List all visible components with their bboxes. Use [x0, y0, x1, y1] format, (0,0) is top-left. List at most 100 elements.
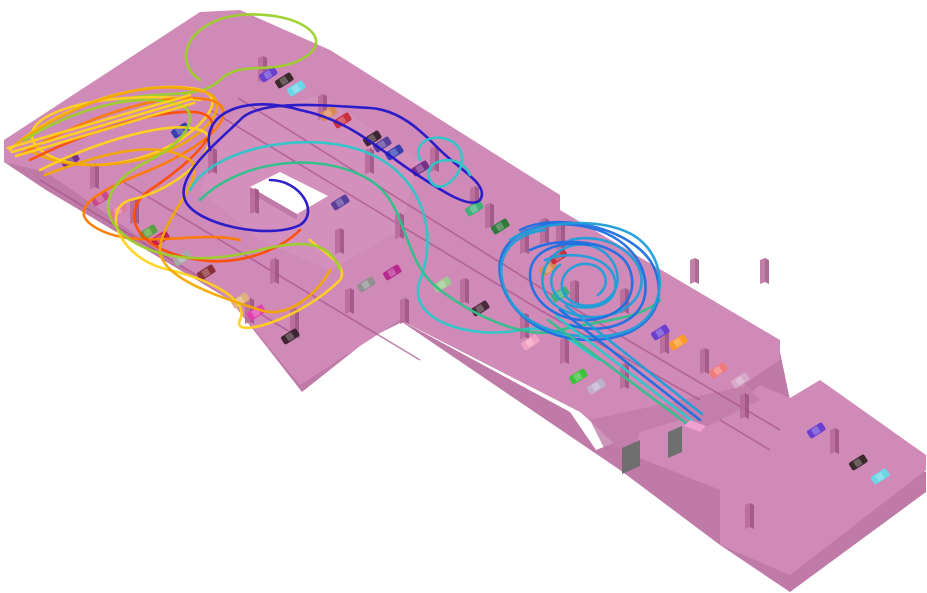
- trajectory-path: [18, 96, 242, 242]
- parked-car: [587, 378, 606, 395]
- car-body: [709, 362, 728, 379]
- pillar: [485, 203, 490, 229]
- pillar-side: [490, 203, 494, 229]
- car-roof: [387, 268, 397, 278]
- pillar: [250, 188, 255, 214]
- car-roof: [389, 148, 399, 158]
- car-body: [849, 454, 868, 471]
- car-body: [197, 264, 216, 281]
- pillar-side: [435, 146, 439, 172]
- pillar-side: [213, 148, 217, 174]
- parked-car: [331, 194, 350, 211]
- car-body: [551, 286, 570, 303]
- pillar-side: [340, 228, 344, 254]
- car-body: [871, 468, 890, 485]
- pillar-side: [665, 328, 669, 354]
- car-body: [61, 152, 80, 169]
- floor-slab-side: [4, 145, 926, 592]
- parked-car: [281, 328, 300, 345]
- car-roof: [475, 304, 485, 314]
- car-body: [651, 324, 670, 341]
- parked-car: [651, 324, 670, 341]
- pillar: [270, 258, 275, 284]
- pillar: [830, 428, 835, 454]
- vehicle-trajectories: [6, 13, 706, 432]
- car-roof: [143, 228, 153, 238]
- car-roof: [415, 164, 425, 174]
- parked-car: [275, 72, 294, 89]
- car-body: [587, 378, 606, 395]
- parked-car: [669, 334, 688, 351]
- pillar: [460, 278, 465, 304]
- car-body: [231, 292, 250, 309]
- parked-car: [259, 66, 278, 83]
- car-body: [491, 218, 510, 235]
- trajectory-path: [554, 314, 698, 426]
- shaft-left: [622, 440, 640, 474]
- trajectory-path: [546, 318, 692, 428]
- parked-car: [807, 422, 826, 439]
- car-body: [259, 66, 278, 83]
- car-roof: [201, 268, 211, 278]
- pillar: [335, 228, 340, 254]
- pillar: [560, 338, 565, 364]
- parked-car: [491, 218, 510, 235]
- pillar: [760, 258, 765, 284]
- exit-marker: [684, 420, 706, 432]
- car-body: [91, 190, 110, 207]
- car-roof: [713, 366, 723, 376]
- pillar-side: [275, 258, 279, 284]
- car-roof: [279, 76, 289, 86]
- car-roof: [525, 338, 535, 348]
- pillar-side: [835, 428, 839, 454]
- car-body: [807, 422, 826, 439]
- car-body: [275, 72, 294, 89]
- car-body: [731, 372, 750, 389]
- car-body: [569, 368, 588, 385]
- pillar-side: [625, 363, 629, 389]
- pillar-side: [405, 298, 409, 324]
- pillar: [570, 280, 575, 306]
- car-roof: [495, 222, 505, 232]
- car-body: [521, 334, 540, 351]
- pillar: [690, 258, 695, 284]
- trajectory-path: [564, 304, 704, 416]
- car-body: [333, 112, 352, 129]
- pillar-side: [255, 188, 259, 214]
- pillar-side: [745, 393, 749, 419]
- trajectory-path: [543, 253, 617, 309]
- parked-car: [709, 362, 728, 379]
- car-body: [669, 334, 688, 351]
- parked-car: [465, 200, 484, 217]
- car-roof: [811, 426, 821, 436]
- parked-car: [197, 264, 216, 281]
- parked-car: [731, 372, 750, 389]
- floor-opening: [250, 172, 328, 214]
- car-body: [363, 130, 382, 147]
- car-roof: [469, 204, 479, 214]
- pillar-side: [765, 258, 769, 284]
- car-roof: [335, 198, 345, 208]
- trajectory-path: [198, 161, 662, 334]
- pillar-side: [705, 348, 709, 374]
- car-body: [465, 200, 484, 217]
- parked-car: [287, 80, 306, 97]
- pillar-side: [350, 288, 354, 314]
- car-roof: [655, 328, 665, 338]
- trajectory-path: [6, 93, 196, 158]
- pillar: [700, 348, 705, 374]
- trajectory-path: [188, 140, 602, 362]
- pillar-side: [465, 278, 469, 304]
- car-roof: [361, 280, 371, 290]
- car-roof: [735, 376, 745, 386]
- car-body: [247, 304, 266, 321]
- car-body: [373, 136, 392, 153]
- car-body: [357, 276, 376, 293]
- car-roof: [591, 382, 601, 392]
- car-roof: [875, 472, 885, 482]
- trajectory-path: [43, 148, 332, 314]
- parked-car: [383, 264, 402, 281]
- pillar: [90, 163, 95, 189]
- car-roof: [573, 372, 583, 382]
- floor-upper-tint: [200, 20, 770, 360]
